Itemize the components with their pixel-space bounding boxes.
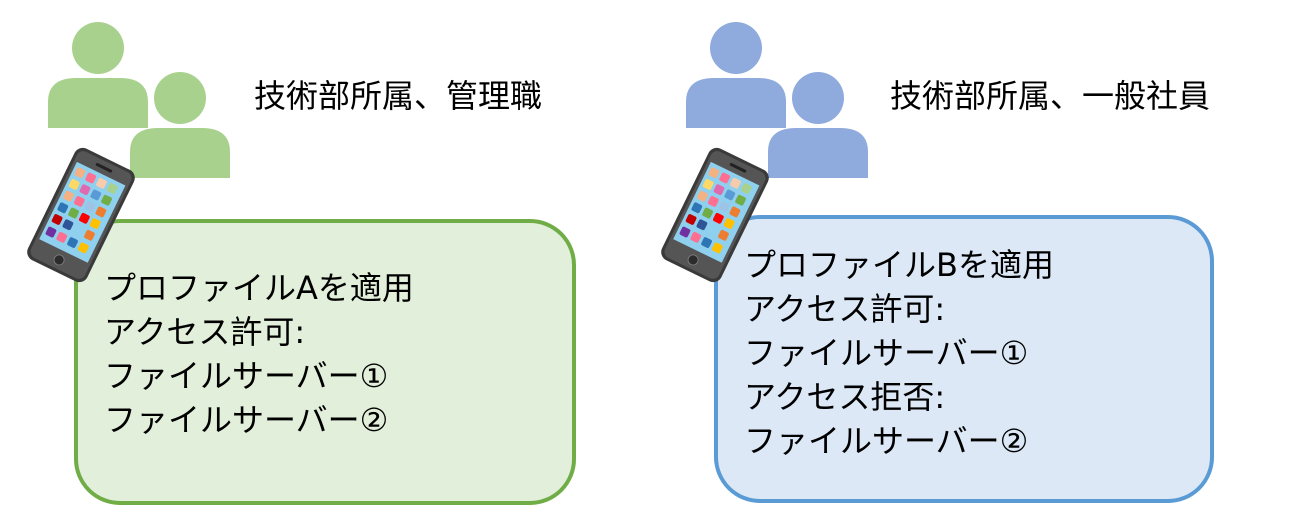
profile-name: プロファイルAを適用 [104, 269, 414, 307]
profile-text: プロファイルBを適用 アクセス許可: ファイルサーバー① アクセス拒否: ファイ… [744, 243, 1054, 463]
file-server-2: ファイルサーバー② [104, 401, 389, 439]
group-manager: 技術部所属、管理職 プロファイルAを適用 アクセス許可: ファイルサーバー① フ… [0, 0, 640, 508]
smartphone-icon [6, 140, 156, 290]
people-icon [684, 20, 874, 182]
file-server-1: ファイルサーバー① [104, 357, 389, 395]
role-label: 技術部所属、一般社員 [890, 77, 1211, 115]
access-deny-heading: アクセス拒否: [744, 378, 946, 416]
profile-box [714, 215, 1214, 503]
profile-name: プロファイルBを適用 [744, 246, 1054, 284]
file-server-2: ファイルサーバー② [744, 422, 1029, 460]
access-allow-heading: アクセス許可: [104, 313, 306, 351]
file-server-1: ファイルサーバー① [744, 334, 1029, 372]
access-allow-heading: アクセス許可: [744, 290, 946, 328]
profile-box [74, 219, 576, 505]
smartphone-icon [640, 140, 790, 290]
people-icon [46, 20, 236, 182]
group-employee: 技術部所属、一般社員 プロファイルBを適用 アクセス許可: ファイルサーバー① … [638, 0, 1278, 508]
role-label: 技術部所属、管理職 [254, 77, 543, 115]
profile-text: プロファイルAを適用 アクセス許可: ファイルサーバー① ファイルサーバー② [104, 266, 414, 442]
